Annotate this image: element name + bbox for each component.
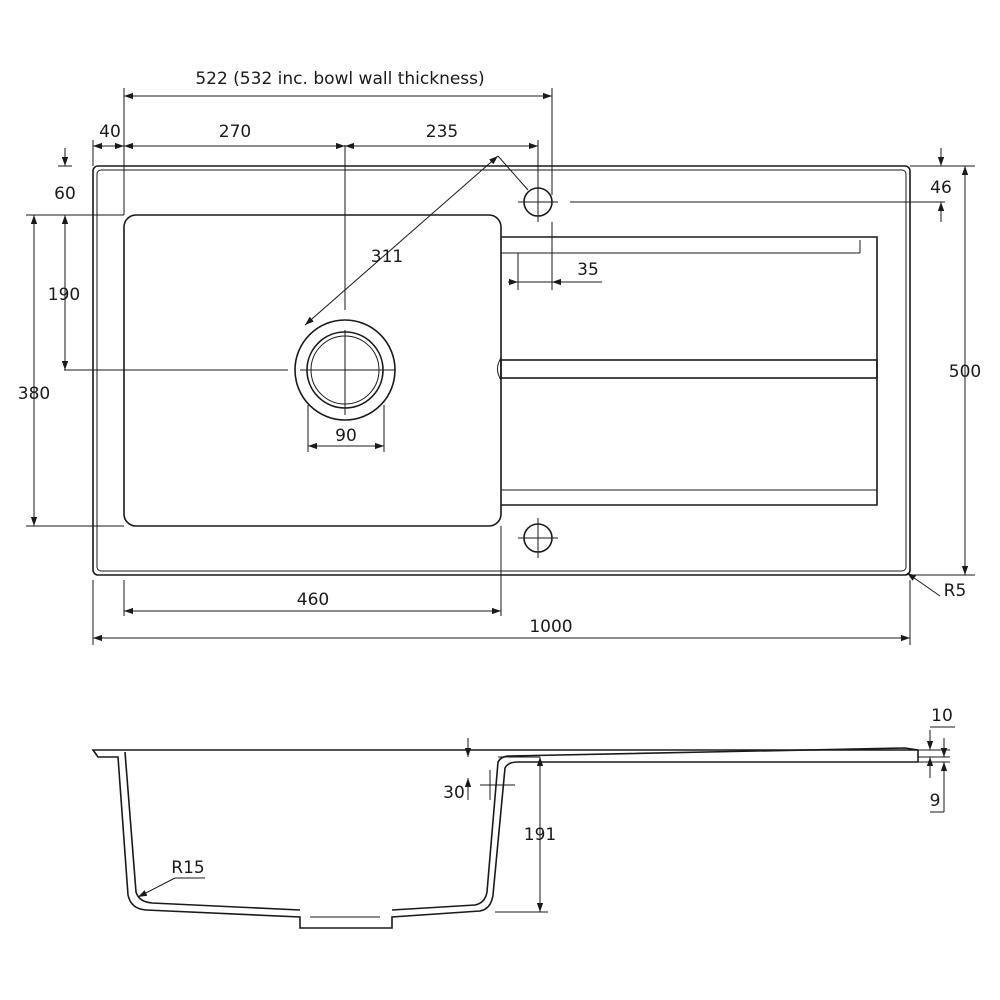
tap-hole-top: [518, 182, 558, 222]
tap-hole-bottom: [518, 518, 558, 558]
label-60: 60: [54, 184, 76, 204]
label-191: 191: [524, 825, 556, 845]
label-35: 35: [577, 260, 599, 280]
label-311: 311: [371, 247, 403, 267]
label-46: 46: [930, 178, 952, 198]
dim-line-r5: [906, 572, 941, 597]
section-profile-inner: [124, 751, 301, 911]
label-30: 30: [443, 783, 465, 803]
label-522: 522 (532 inc. bowl wall thickness): [195, 69, 484, 89]
label-40: 40: [99, 122, 121, 142]
drainer-channel: [500, 359, 878, 379]
dim-line-r15: [137, 877, 176, 898]
label-10: 10: [931, 706, 953, 726]
dim-line-311: [304, 155, 499, 326]
label-380: 380: [18, 384, 50, 404]
label-270: 270: [219, 122, 251, 142]
label-460: 460: [297, 590, 329, 610]
label-r15: R15: [171, 858, 204, 878]
label-90: 90: [335, 426, 357, 446]
drainer: [497, 236, 878, 506]
section-view: 10 9 30 191 R15: [91, 706, 955, 929]
label-1000: 1000: [529, 617, 572, 637]
plan-view: 522 (532 inc. bowl wall thickness) 40 27…: [18, 69, 981, 645]
label-190: 190: [48, 285, 80, 305]
label-r5: R5: [944, 581, 967, 601]
label-235: 235: [426, 122, 458, 142]
section-profile-outer: [91, 749, 919, 929]
label-500: 500: [949, 362, 981, 382]
label-9: 9: [930, 791, 941, 811]
